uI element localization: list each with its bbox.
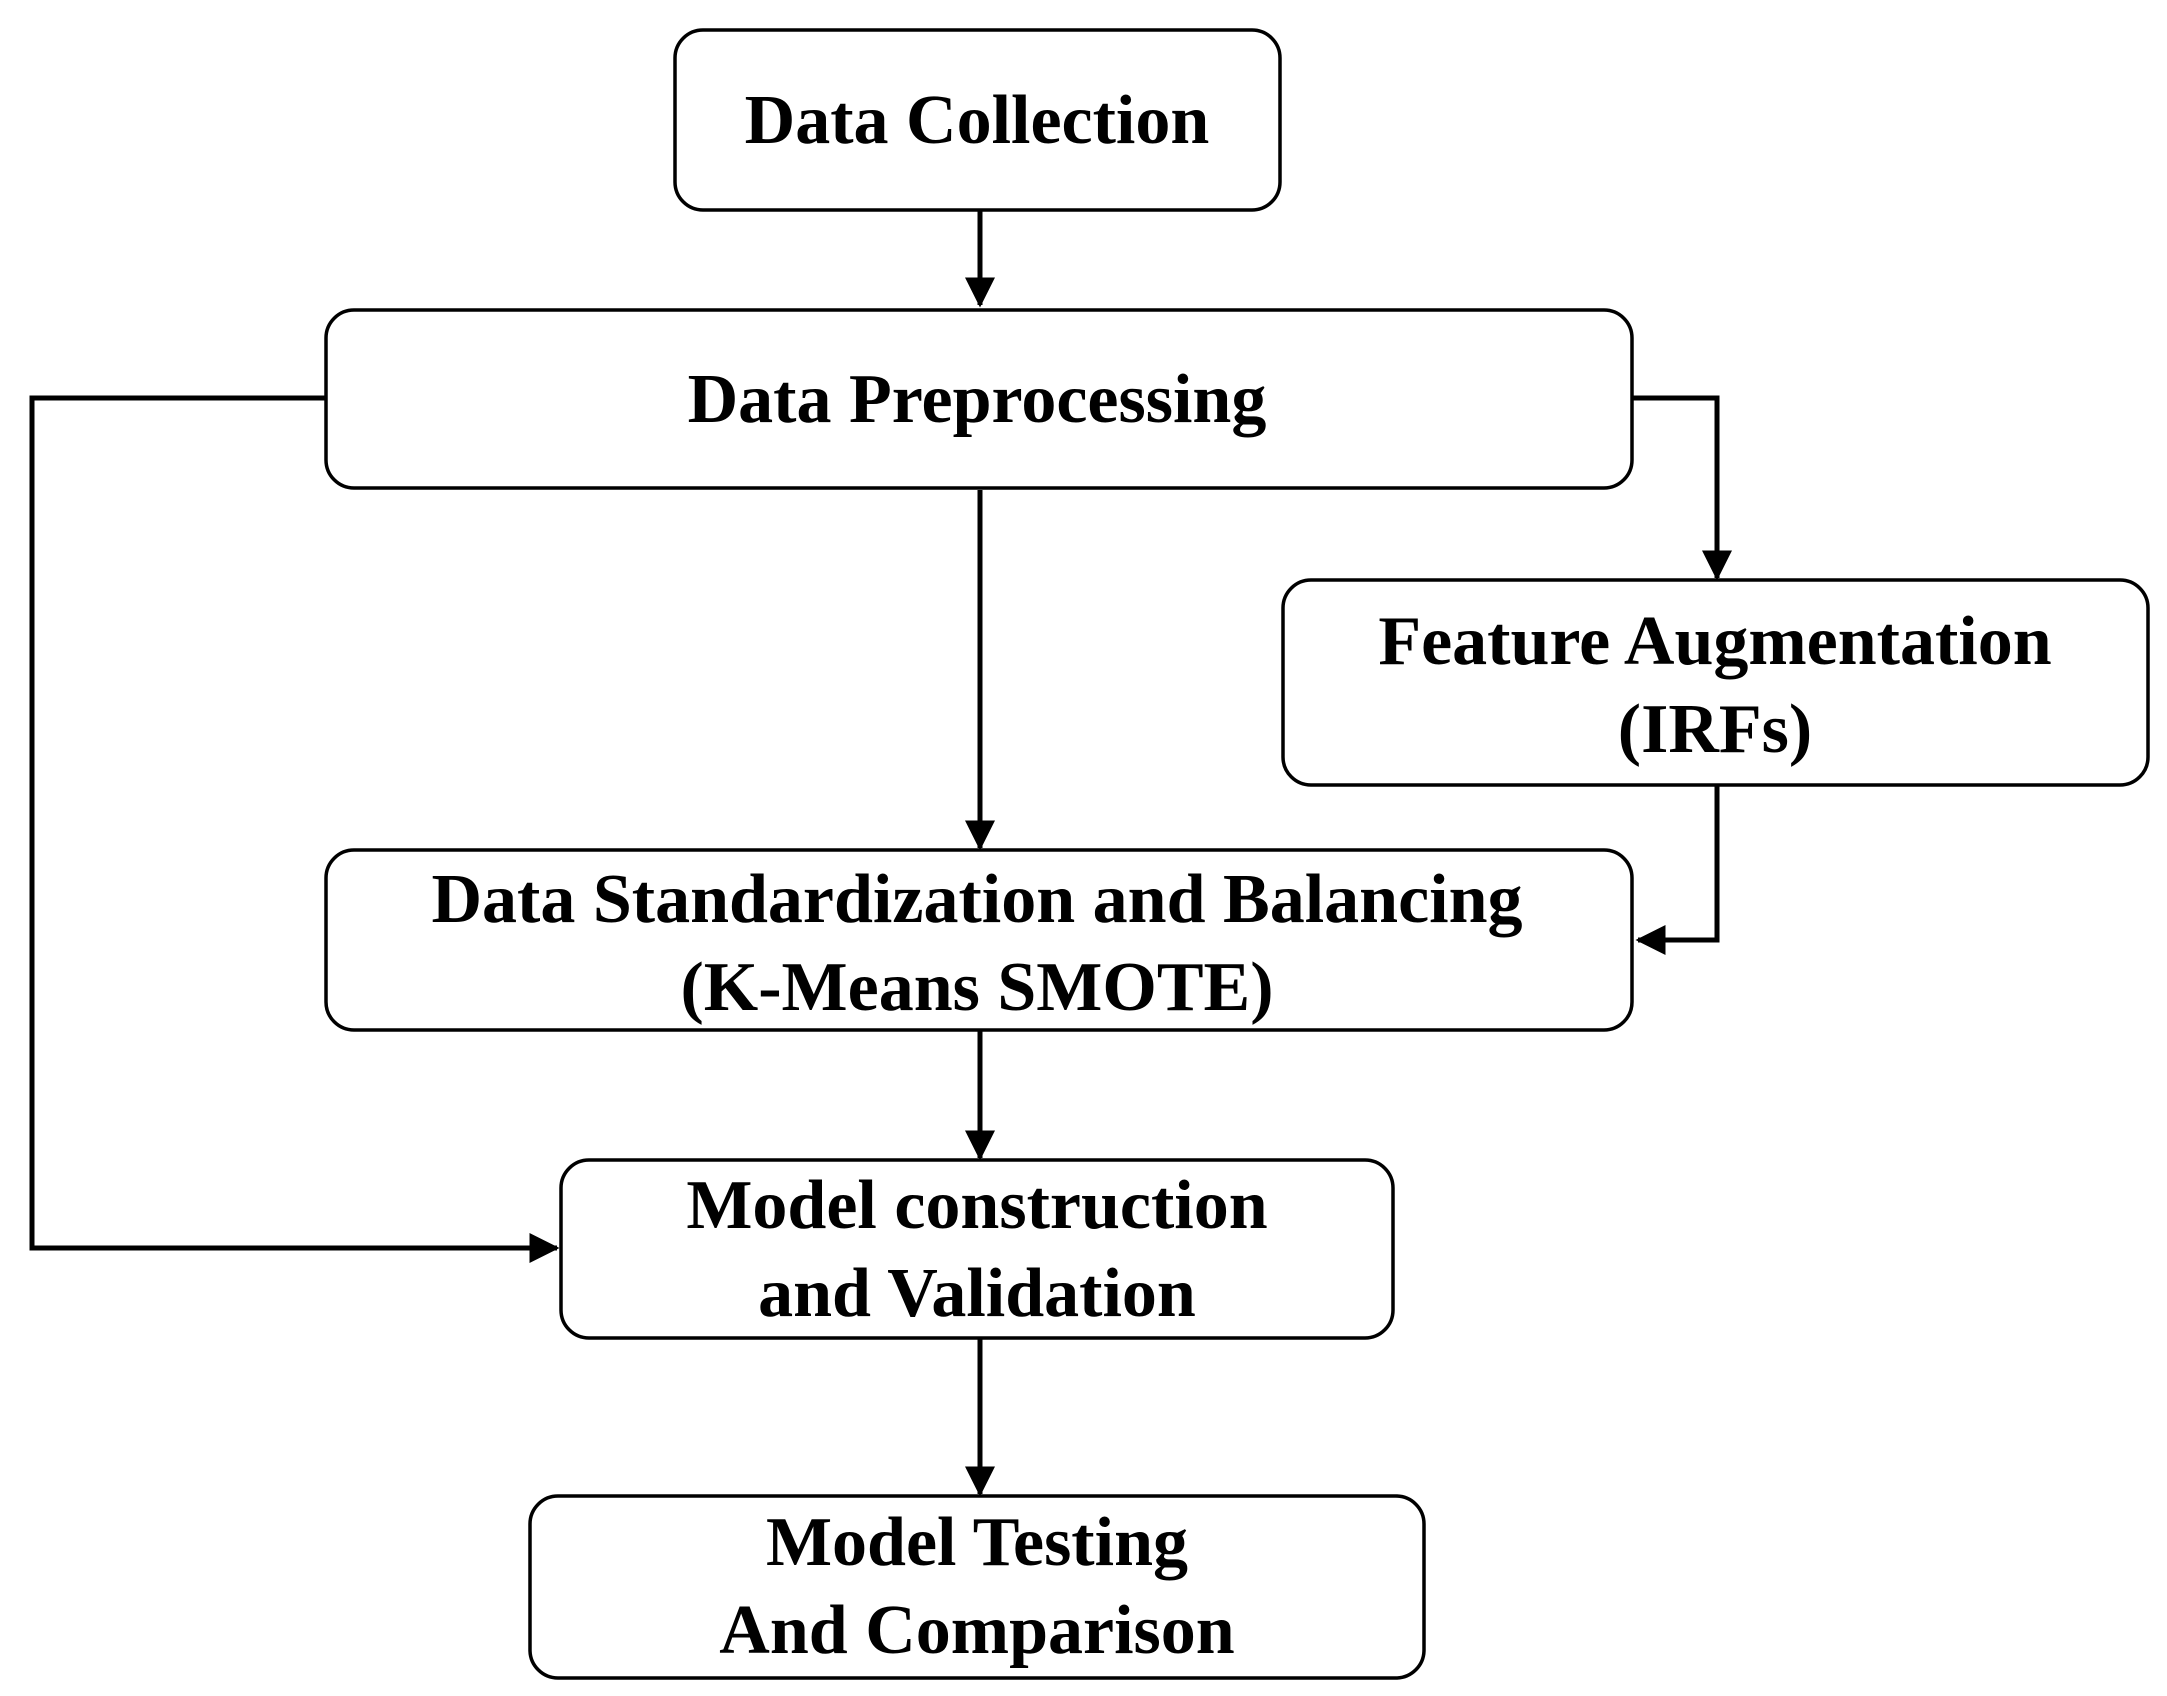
node-data-preprocessing-box — [324, 308, 1634, 490]
node-feature-augmentation-label-line2: (IRFs) — [1618, 691, 1812, 768]
node-model-testing-label-line2: And Comparison — [719, 1592, 1234, 1669]
arrow-feature-augmentation-to-standardization — [1635, 785, 1720, 955]
arrow-preprocessing-to-feature-augmentation — [1632, 395, 1732, 581]
node-model-testing-label-line1: Model Testing — [766, 1504, 1188, 1581]
node-model-construction-label-line2: and Validation — [758, 1255, 1196, 1332]
node-data-collection-box — [673, 28, 1282, 212]
node-model-testing: Model Testing And Comparison — [528, 1494, 1426, 1680]
node-standardization: Data Standardization and Balancing (K-Me… — [324, 848, 1634, 1032]
node-data-collection: Data Collection — [673, 28, 1282, 212]
node-model-testing-box — [528, 1494, 1426, 1680]
node-data-preprocessing-label: Data Preprocessing — [688, 361, 1267, 438]
node-standardization-box — [324, 848, 1634, 1032]
node-model-construction: Model construction and Validation — [559, 1158, 1395, 1340]
node-standardization-label-line1: Data Standardization and Balancing — [431, 861, 1522, 938]
node-model-construction-label-line1: Model construction — [686, 1167, 1267, 1244]
node-model-construction-box — [559, 1158, 1395, 1340]
node-feature-augmentation-label-line1: Feature Augmentation — [1378, 603, 2051, 680]
arrow-preprocessing-to-model-construction — [29, 395, 560, 1263]
node-data-collection-label: Data Collection — [745, 82, 1210, 159]
node-feature-augmentation: Feature Augmentation (IRFs) — [1281, 578, 2150, 787]
connectors — [29, 210, 1732, 1497]
node-standardization-label-line2: (K-Means SMOTE) — [680, 949, 1273, 1026]
node-feature-augmentation-box — [1281, 578, 2150, 787]
node-data-preprocessing: Data Preprocessing — [324, 308, 1634, 490]
